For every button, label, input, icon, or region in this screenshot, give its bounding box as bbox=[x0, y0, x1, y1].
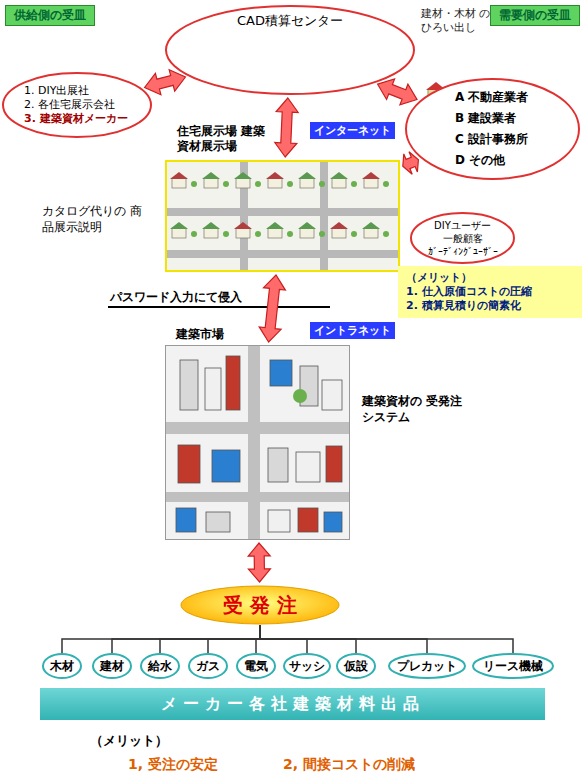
node-note: C 設計事務所 bbox=[455, 129, 528, 150]
node-note: ｶﾞｰﾃﾞｨﾝｸﾞﾕｰｻﾞｰ bbox=[428, 245, 498, 258]
node-note: 1. 仕入原価コストの圧縮 bbox=[406, 285, 532, 299]
double-arrow bbox=[275, 98, 298, 157]
network-tag: インターネット bbox=[310, 122, 395, 139]
node-note: 2. 積算見積りの簡素化 bbox=[406, 299, 521, 313]
node-text: ガス bbox=[196, 659, 220, 674]
node-note: 建材・木材 のひろい出し bbox=[421, 7, 495, 35]
node-text: サッシ bbox=[289, 659, 325, 674]
double-arrow bbox=[145, 70, 186, 95]
category-oval: プレカット bbox=[388, 653, 466, 679]
category-oval: 電気 bbox=[236, 653, 276, 679]
user-ellipse: DIYユーザー一般顧客ｶﾞｰﾃﾞｨﾝｸﾞﾕｰｻﾞｰ bbox=[410, 212, 515, 264]
category-oval: 建材 bbox=[92, 653, 132, 679]
node-note: D その他 bbox=[455, 150, 505, 171]
tree-line bbox=[112, 625, 260, 653]
node-text: イントラネット bbox=[314, 324, 391, 338]
double-arrow bbox=[378, 79, 417, 105]
merit-item: 1, 受注の安定 bbox=[128, 755, 268, 773]
center-ellipse: CAD積算センター建材・木材 のひろい出し bbox=[165, 5, 415, 95]
tree-line bbox=[208, 625, 260, 653]
category-oval: 木材 bbox=[42, 653, 82, 679]
maker-band: メーカー各社建築材料出品 bbox=[40, 688, 545, 720]
node-text: 給水 bbox=[148, 659, 172, 674]
node-text: A 不動産業者 bbox=[455, 87, 528, 108]
node-text: リース機械 bbox=[483, 659, 543, 674]
node-text: インターネット bbox=[314, 124, 391, 138]
demand-ellipse: A 不動産業者B 建設業者C 設計事務所D その他 bbox=[405, 78, 580, 180]
merit-heading: （メリット） bbox=[90, 733, 210, 750]
note: カタログ代りの 商品展示説明 bbox=[42, 204, 152, 235]
node-text: 供給側の受皿 bbox=[14, 8, 86, 23]
side-label: 供給側の受皿 bbox=[5, 5, 95, 26]
node-note: 2. 各住宅展示会社 bbox=[24, 98, 115, 112]
node-text: 建築市場 bbox=[176, 327, 224, 342]
category-oval: サッシ bbox=[283, 653, 331, 679]
node-note: 一般顧客 bbox=[443, 232, 483, 245]
exhibit-map: 住宅展示場 建築資材展示場 bbox=[165, 160, 400, 272]
supplier-ellipse: 1. DIY出展社2. 各住宅展示会社3. 建築資材メーカー bbox=[2, 72, 152, 138]
tree-line bbox=[62, 625, 260, 653]
node-text: 住宅展示場 建築資材展示場 bbox=[177, 124, 277, 154]
merit-box: （メリット）1. 仕入原価コストの圧縮2. 積算見積りの簡素化 bbox=[398, 266, 582, 318]
node-text: DIYユーザー bbox=[434, 219, 491, 232]
password-bar bbox=[108, 306, 330, 308]
double-arrow bbox=[259, 275, 285, 342]
house-map bbox=[166, 161, 399, 271]
category-oval: ガス bbox=[188, 653, 228, 679]
node-text: 受 発 注 bbox=[223, 593, 297, 618]
side-label: 需要側の受皿 bbox=[490, 5, 580, 26]
node-text: 木材 bbox=[50, 659, 74, 674]
node-text: 仮設 bbox=[344, 659, 368, 674]
note: パスワード入力にて侵入 bbox=[110, 290, 260, 306]
category-oval: 給水 bbox=[140, 653, 180, 679]
category-oval: リース機械 bbox=[472, 653, 554, 679]
network-tag: イントラネット bbox=[310, 322, 395, 339]
node-text: 建材 bbox=[100, 659, 124, 674]
double-arrow bbox=[403, 152, 419, 175]
node-text: 電気 bbox=[244, 659, 268, 674]
order-ellipse: 受 発 注 bbox=[180, 585, 340, 625]
category-oval: 仮設 bbox=[336, 653, 376, 679]
node-note: B 建設業者 bbox=[455, 108, 516, 129]
node-text: メーカー各社建築材料出品 bbox=[161, 694, 425, 714]
tree-line bbox=[160, 625, 260, 653]
merit-item: 2, 間接コストの削減 bbox=[283, 755, 483, 773]
double-arrow bbox=[248, 543, 270, 582]
node-text: 1. DIY出展社 bbox=[24, 84, 89, 98]
node-text: CAD積算センター bbox=[237, 13, 343, 29]
node-text: プレカット bbox=[397, 659, 457, 674]
market-map bbox=[166, 346, 349, 539]
node-text: 需要側の受皿 bbox=[499, 8, 571, 23]
note: 建築資材の 受発注システム bbox=[362, 394, 472, 425]
market-map: 建築市場 bbox=[165, 345, 350, 540]
node-note: 3. 建築資材メーカー bbox=[24, 112, 128, 126]
node-text: （メリット） bbox=[406, 271, 472, 285]
tree-line bbox=[260, 625, 513, 653]
